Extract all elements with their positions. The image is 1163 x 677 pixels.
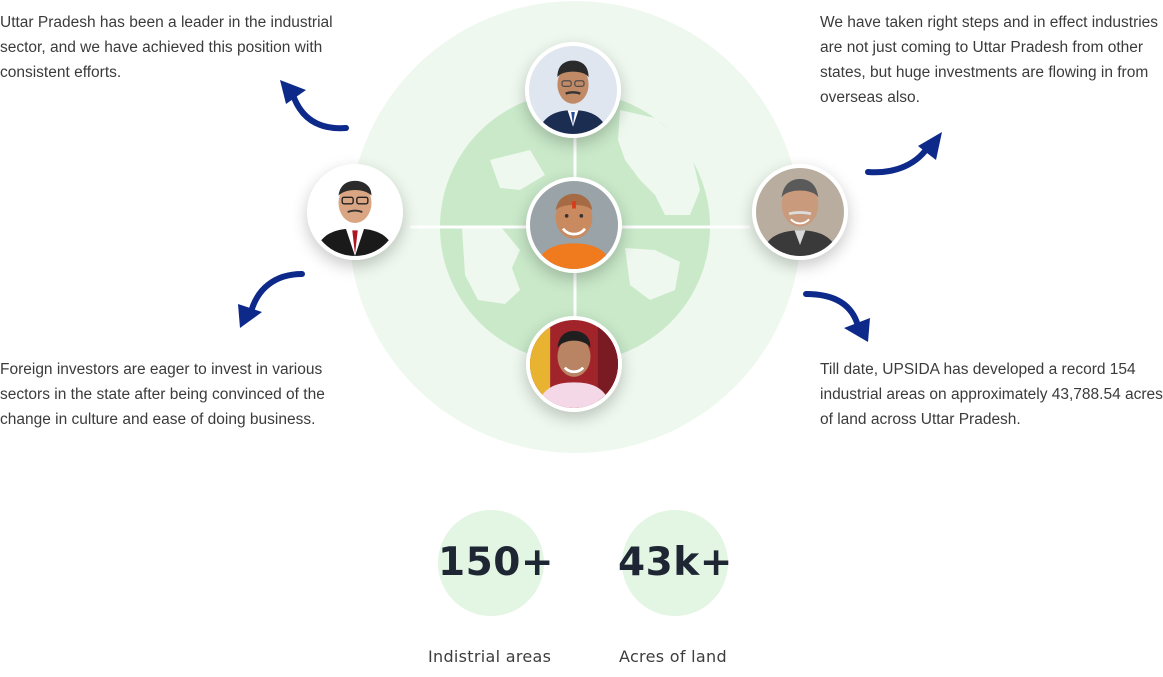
quote-bottom-left: Foreign investors are eager to invest in… <box>0 361 325 428</box>
avatar-right <box>752 164 848 260</box>
curved-arrow-down-right-icon <box>803 291 870 342</box>
avatar-top <box>525 42 621 138</box>
stat-label-industrial-areas: Indistrial areas <box>428 647 552 666</box>
stat-circle-industrial-areas <box>438 510 544 616</box>
quote-bottom-right: Till date, UPSIDA has developed a record… <box>820 361 1163 428</box>
stat-circle-acres <box>622 510 728 616</box>
stat-value-industrial-areas: 150+ <box>438 540 555 585</box>
avatar-center <box>526 177 622 273</box>
avatar-left <box>307 164 403 260</box>
avatar-bottom <box>526 316 622 412</box>
curved-arrow-up-right-icon <box>865 132 942 176</box>
curved-arrow-down-left-icon <box>238 271 305 328</box>
quote-top-right: We have taken right steps and in effect … <box>820 14 1159 106</box>
stat-value-acres: 43k+ <box>618 540 733 585</box>
quote-top-left: Uttar Pradesh has been a leader in the i… <box>0 14 333 81</box>
stat-label-acres: Acres of land <box>619 647 727 666</box>
curved-arrow-up-left-icon <box>280 80 349 132</box>
